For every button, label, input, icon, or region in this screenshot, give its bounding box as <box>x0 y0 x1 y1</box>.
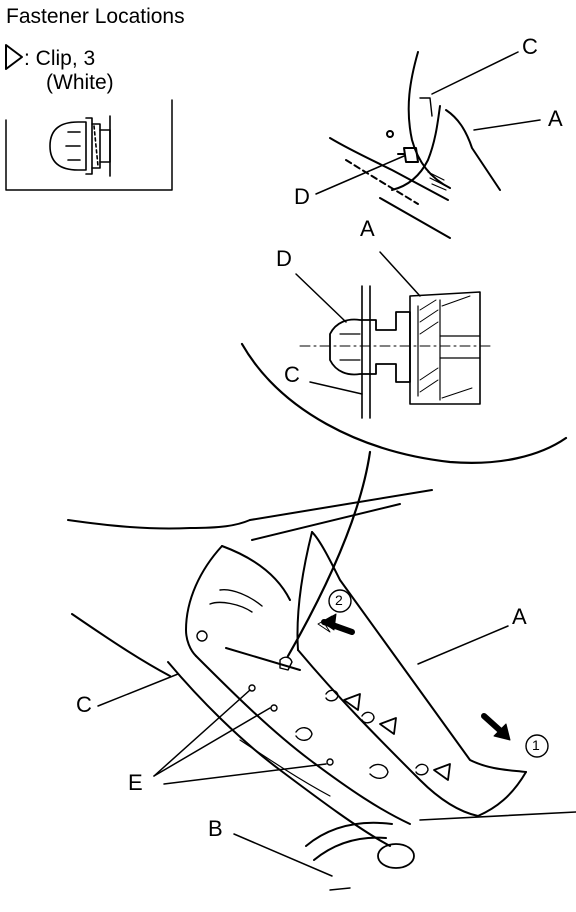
connector-line <box>286 450 372 658</box>
leader-a-top <box>473 119 541 131</box>
callout-c-low: C <box>76 692 92 717</box>
leader-e-low-3 <box>163 763 327 785</box>
diagram-title: Fastener Locations <box>6 5 185 28</box>
callout-a-mid: A <box>360 216 375 241</box>
clip-marker-icon <box>343 693 361 711</box>
step-1-label: 1 <box>532 737 540 753</box>
callout-d-top: D <box>294 184 310 209</box>
clip-marker-icon <box>433 763 451 781</box>
top-detail-view <box>329 51 501 239</box>
callout-e-low: E <box>128 770 143 795</box>
leader-a-low <box>417 625 509 665</box>
callout-d-mid: D <box>276 246 292 271</box>
leader-a-mid <box>379 251 421 297</box>
callout-c-top: C <box>522 34 538 59</box>
leader-d-mid <box>295 273 347 323</box>
leader-b-low <box>233 833 333 877</box>
leader-c-mid <box>309 381 363 395</box>
leader-c-low <box>97 673 179 707</box>
step-1-circle <box>525 734 549 758</box>
step-2-label: 2 <box>335 592 343 608</box>
section-view <box>240 285 568 464</box>
callout-b-low: B <box>208 816 223 841</box>
leader-e-low-1 <box>153 689 251 777</box>
callout-a-low: A <box>512 604 527 629</box>
clip-inset-icon <box>49 115 111 177</box>
legend-color-text: (White) <box>46 71 114 94</box>
leader-c-top <box>431 51 519 95</box>
step-2-circle <box>328 589 352 613</box>
legend-inset-frame <box>5 99 173 191</box>
main-trim-view <box>67 489 576 891</box>
clip-marker-icon <box>379 717 397 735</box>
leader-d-top <box>315 155 405 195</box>
leader-e-low-2 <box>153 707 271 777</box>
callout-a-top: A <box>548 106 563 131</box>
clip-symbol-icon <box>5 44 23 70</box>
callout-c-mid: C <box>284 362 300 387</box>
legend-clip-text: : Clip, 3 <box>24 47 96 70</box>
